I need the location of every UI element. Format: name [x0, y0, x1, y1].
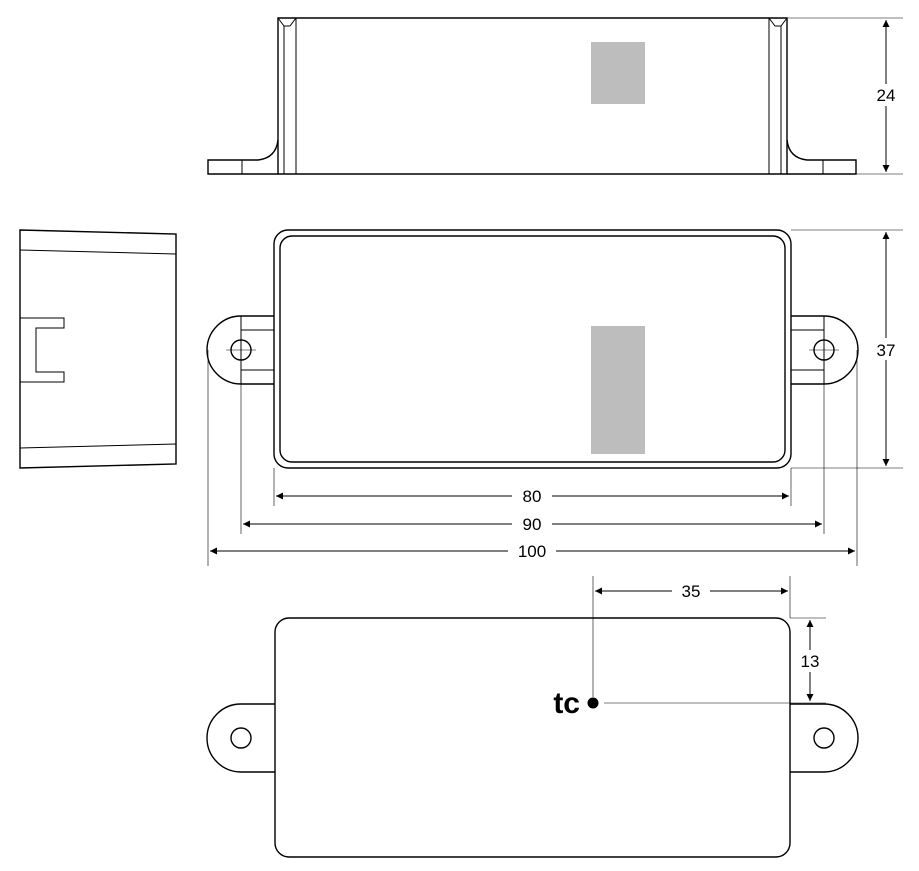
bottom-view-right-ear	[790, 703, 859, 773]
top-view: 37 80 90 100	[206, 229, 903, 566]
front-view: 24	[207, 17, 903, 175]
overall-length-dimension-value: 100	[518, 542, 546, 561]
tc-label: tc	[553, 687, 580, 720]
front-view-label-area	[591, 42, 645, 104]
front-view-body	[277, 17, 788, 175]
hole-spacing-dimension-value: 90	[523, 515, 542, 534]
top-view-label-area	[591, 326, 645, 454]
tc-offset-y-dimension-value: 13	[801, 652, 820, 671]
top-view-lid	[279, 235, 786, 463]
side-view-tab	[20, 317, 65, 383]
height-dimension-value: 24	[877, 86, 896, 105]
tc-measurement-point	[587, 697, 599, 709]
bottom-view-right-hole	[813, 727, 835, 749]
side-view-body	[19, 229, 177, 469]
inner-length-dimension-value: 80	[523, 487, 542, 506]
bottom-view: tc 35 13	[206, 576, 859, 858]
side-view	[19, 229, 177, 469]
bottom-view-left-hole	[230, 727, 252, 749]
bottom-view-body	[274, 617, 791, 858]
bottom-view-left-ear	[206, 703, 275, 773]
top-view-body	[273, 229, 792, 469]
front-view-left-flange	[207, 139, 279, 175]
front-view-right-flange	[786, 139, 857, 175]
tc-offset-x-dimension-value: 35	[682, 582, 701, 601]
width-dimension-value: 37	[877, 341, 896, 360]
